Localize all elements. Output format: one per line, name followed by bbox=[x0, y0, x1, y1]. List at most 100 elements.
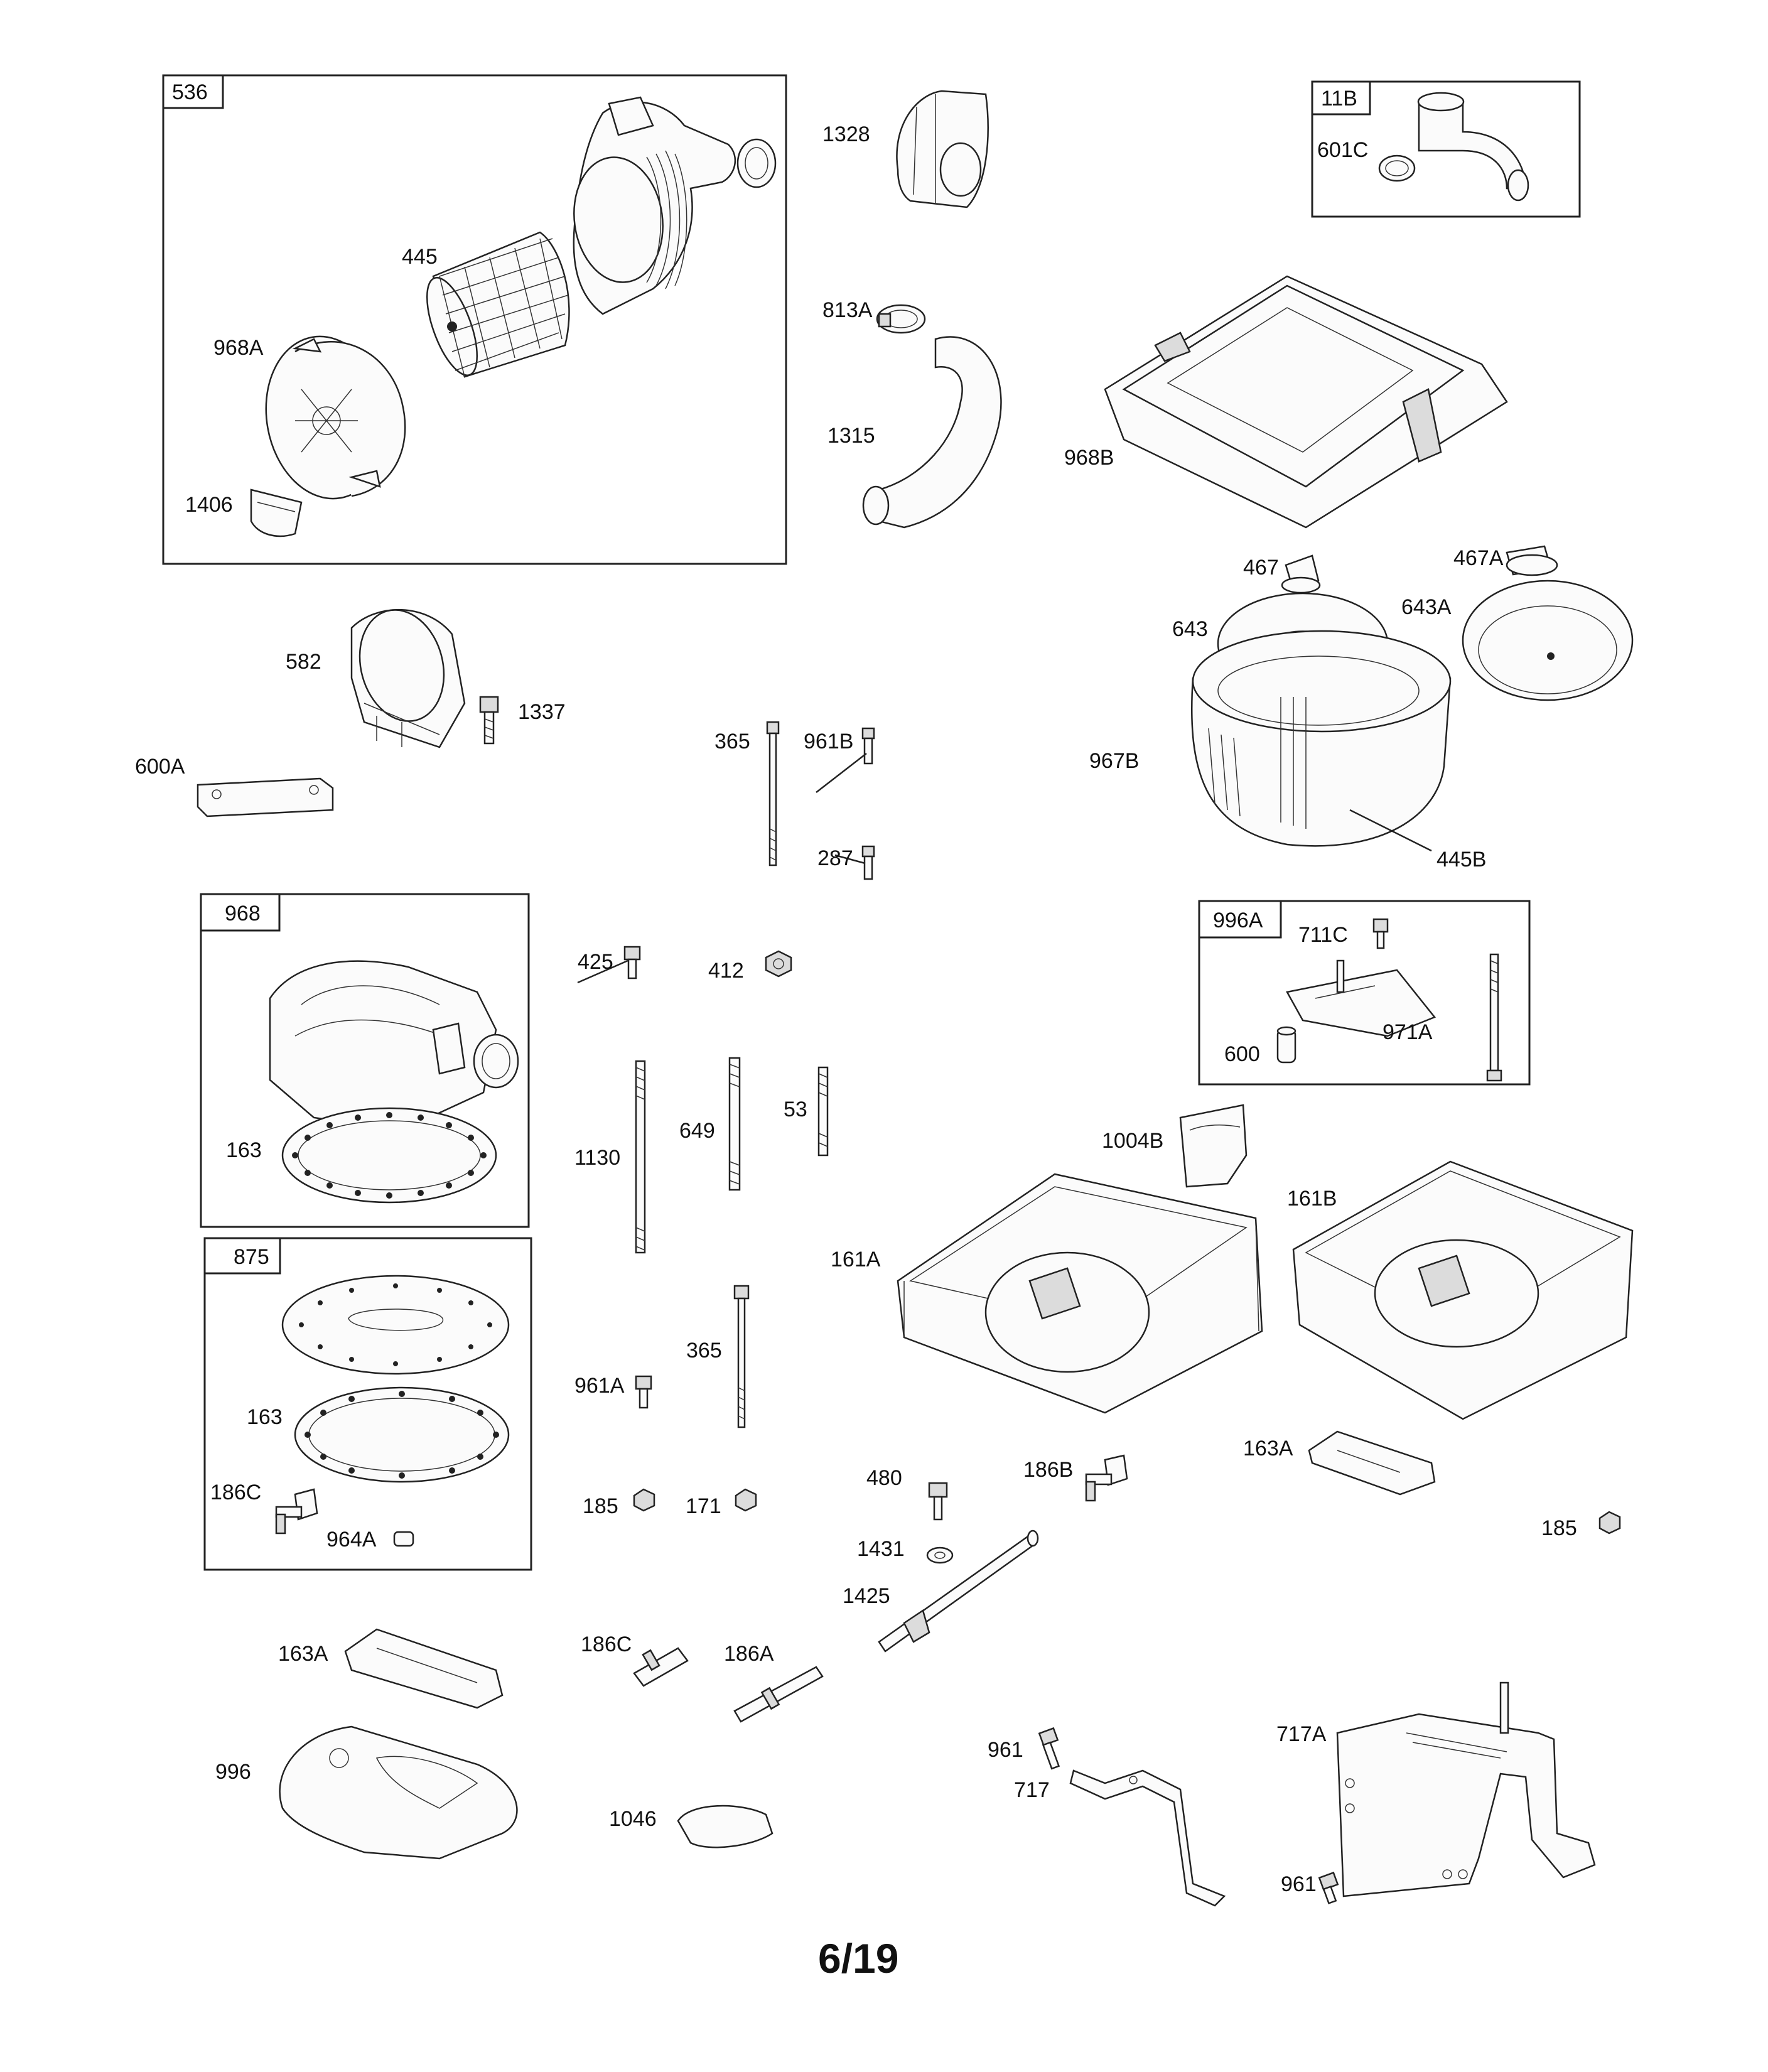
part-labels: 445 968A 1406 1328 813A 1315 601C 968B 4… bbox=[135, 122, 1577, 1896]
screw-480-drawing bbox=[928, 1482, 948, 1521]
seal-1046-drawing bbox=[677, 1805, 774, 1848]
bolt-971a-drawing bbox=[1486, 953, 1502, 1082]
bolt-365-mid-drawing bbox=[733, 1285, 750, 1428]
label-813a: 813A bbox=[822, 298, 873, 322]
air-cleaner-housing-drawing bbox=[573, 96, 777, 315]
screw-961a-drawing bbox=[635, 1375, 652, 1409]
gasket-163-968-drawing bbox=[281, 1107, 497, 1204]
nut-185-right-drawing bbox=[1598, 1511, 1621, 1535]
group-label-875: 875 bbox=[234, 1245, 269, 1269]
label-1046: 1046 bbox=[609, 1807, 657, 1831]
hose-clamp-drawing bbox=[876, 304, 926, 334]
label-467a: 467A bbox=[1453, 546, 1504, 570]
knob-467a-drawing bbox=[1506, 545, 1558, 576]
spacer-600a-drawing bbox=[197, 777, 334, 817]
spacer-600-drawing bbox=[1276, 1026, 1296, 1064]
label-1431: 1431 bbox=[857, 1537, 905, 1561]
bracket-plate-996a-drawing bbox=[1286, 959, 1436, 1037]
group-box-968: 968 bbox=[200, 893, 530, 1228]
label-467: 467 bbox=[1243, 556, 1279, 580]
knob-467-drawing bbox=[1281, 554, 1321, 594]
label-1315: 1315 bbox=[827, 424, 875, 448]
bracket-582-drawing bbox=[350, 608, 466, 748]
label-996: 996 bbox=[215, 1760, 251, 1784]
group-box-875: 875 bbox=[203, 1237, 532, 1571]
screw-711c-drawing bbox=[1372, 918, 1389, 949]
fitting-186c-bottom-drawing bbox=[633, 1647, 689, 1687]
nut-412-drawing bbox=[765, 950, 792, 978]
nut-171-drawing bbox=[735, 1488, 757, 1512]
label-186c-875: 186C bbox=[210, 1481, 261, 1504]
label-185-left: 185 bbox=[583, 1494, 618, 1518]
filter-element-967b-drawing bbox=[1191, 630, 1452, 852]
label-480: 480 bbox=[866, 1466, 902, 1490]
label-717a: 717A bbox=[1276, 1722, 1327, 1746]
tube-clamp-drawing bbox=[1378, 154, 1416, 182]
bolt-365-top-drawing bbox=[766, 721, 780, 866]
label-967b: 967B bbox=[1089, 749, 1139, 773]
label-961a: 961A bbox=[574, 1374, 625, 1398]
tube-1425-drawing bbox=[878, 1530, 1039, 1653]
carburetor-adapter-968-drawing bbox=[269, 960, 519, 1131]
label-971a: 971A bbox=[1383, 1020, 1433, 1044]
label-968b: 968B bbox=[1064, 446, 1114, 470]
gasket-163a-left-drawing bbox=[344, 1628, 504, 1709]
label-1004b: 1004B bbox=[1102, 1129, 1163, 1153]
label-445b: 445B bbox=[1436, 848, 1486, 871]
label-185-right: 185 bbox=[1541, 1516, 1577, 1540]
page-number: 6/19 bbox=[818, 1935, 898, 1982]
air-filter-cartridge-drawing bbox=[426, 231, 570, 378]
label-186c-bottom: 186C bbox=[581, 1632, 632, 1656]
elbow-1004b-drawing bbox=[1179, 1104, 1248, 1188]
label-643a: 643A bbox=[1401, 595, 1452, 619]
label-171: 171 bbox=[686, 1494, 721, 1518]
screw-961-bottom-drawing bbox=[1318, 1871, 1339, 1904]
stud-649-drawing bbox=[728, 1057, 741, 1191]
gasket-163-875-drawing bbox=[294, 1386, 510, 1483]
label-365-top: 365 bbox=[714, 730, 750, 753]
bracket-717-drawing bbox=[1069, 1769, 1226, 1907]
label-163a-right: 163A bbox=[1243, 1437, 1293, 1460]
label-445: 445 bbox=[402, 245, 438, 269]
label-582: 582 bbox=[286, 650, 321, 674]
breather-tube-drawing bbox=[1417, 92, 1529, 202]
label-1425: 1425 bbox=[843, 1584, 890, 1608]
plate-996-drawing bbox=[279, 1725, 518, 1860]
fitting-186a-drawing bbox=[733, 1666, 824, 1723]
label-600: 600 bbox=[1224, 1042, 1260, 1066]
elbow-hose-drawing bbox=[862, 336, 1002, 529]
label-961-bottom: 961 bbox=[1281, 1872, 1317, 1896]
label-1337: 1337 bbox=[518, 700, 566, 724]
screw-961-top-drawing bbox=[1038, 1727, 1060, 1770]
rubber-valve-drawing bbox=[250, 488, 303, 537]
label-163a-left: 163A bbox=[278, 1642, 328, 1666]
label-711c: 711C bbox=[1298, 923, 1348, 947]
gasket-163a-right-drawing bbox=[1308, 1430, 1436, 1496]
label-649: 649 bbox=[679, 1119, 715, 1143]
nut-185-left-drawing bbox=[633, 1488, 655, 1512]
group-label-996a: 996A bbox=[1213, 909, 1263, 932]
label-643: 643 bbox=[1172, 617, 1208, 641]
inlet-screen-drawing bbox=[896, 90, 989, 208]
label-161b: 161B bbox=[1287, 1187, 1337, 1211]
group-box-996a: 996A bbox=[1198, 900, 1531, 1086]
label-961-top: 961 bbox=[988, 1738, 1023, 1762]
label-412: 412 bbox=[708, 959, 744, 983]
base-161a-drawing bbox=[897, 1173, 1263, 1414]
label-186a: 186A bbox=[724, 1642, 774, 1666]
group-label-536: 536 bbox=[172, 80, 208, 104]
label-425: 425 bbox=[578, 950, 613, 974]
label-163-968: 163 bbox=[226, 1138, 262, 1162]
leader-lines bbox=[577, 753, 867, 984]
label-365-mid: 365 bbox=[686, 1339, 722, 1362]
group-box-11b: 11B bbox=[1311, 80, 1581, 218]
screw-1337-drawing bbox=[479, 696, 499, 745]
screw-287-drawing bbox=[861, 845, 875, 880]
label-964a: 964A bbox=[326, 1528, 377, 1551]
plate-875-drawing bbox=[281, 1275, 510, 1375]
fitting-186b-drawing bbox=[1085, 1454, 1128, 1502]
fitting-186c-875-drawing bbox=[275, 1488, 318, 1535]
screw-425-drawing bbox=[623, 946, 641, 979]
label-1130: 1130 bbox=[574, 1146, 620, 1170]
